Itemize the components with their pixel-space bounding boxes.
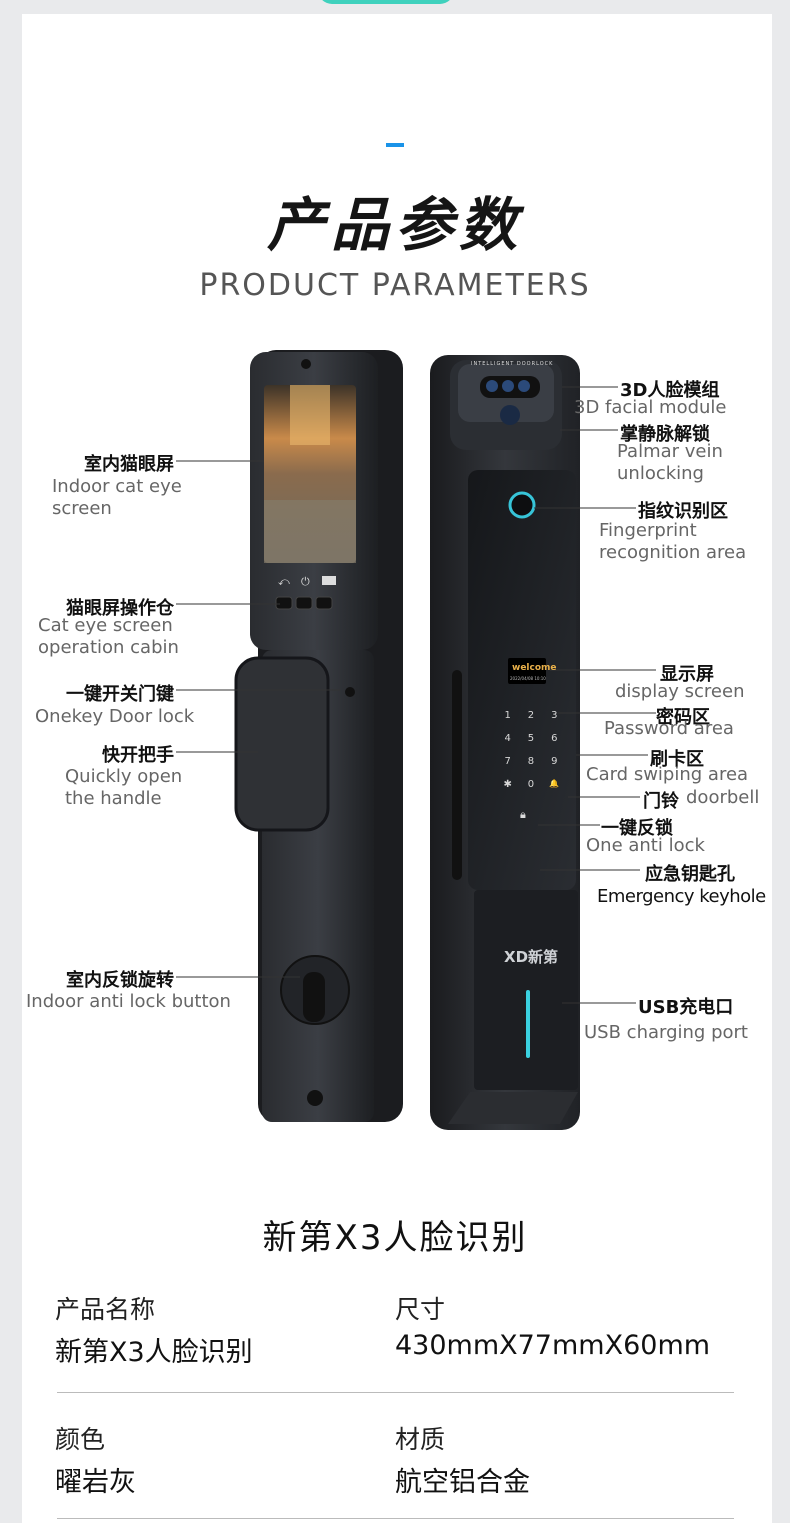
label-3d-face-en: 3D facial module (574, 397, 727, 418)
label-usb-cn: USB充电口 (638, 997, 734, 1018)
label-onekey-cn: 一键开关门键 (66, 684, 174, 705)
spec-size-value: 430mmX77mmX60mm (395, 1330, 711, 1361)
label-onekey-en: Onekey Door lock (35, 706, 195, 727)
label-cabin-cn: 猫眼屏操作仓 (66, 598, 174, 619)
label-anti-lock-one-en: One anti lock (586, 835, 705, 856)
usb-indicator-light (526, 990, 530, 1058)
keypad-key: 2 (527, 710, 535, 721)
keypad-key: 1 (504, 710, 511, 721)
right-leader-lines (534, 386, 656, 1004)
label-palm-cn: 掌静脉解锁 (620, 424, 710, 445)
label-palm-en: Palmar vein unlocking (617, 441, 723, 484)
keypad-key: ✱ (503, 779, 512, 790)
spec-size-key: 尺寸 (395, 1295, 446, 1324)
label-usb-en: USB charging port (584, 1022, 748, 1043)
label-cabin-en: Cat eye screen operation cabin (38, 615, 179, 658)
anti-lock-knob (303, 972, 325, 1022)
keypad: 1 2 3 4 5 6 7 8 9 ✱ 0 🔔 (496, 710, 566, 790)
svg-text:⏻: ⏻ (301, 575, 310, 588)
product-title: 新第X3人脸识别 (262, 1218, 528, 1258)
label-anti-lock-en: Indoor anti lock button (26, 991, 231, 1012)
keypad-key: 0 (527, 779, 535, 790)
label-handle-en: Quickly open the handle (65, 766, 183, 809)
label-anti-lock-cn: 室内反锁旋转 (66, 970, 174, 991)
spec-color-key: 颜色 (55, 1425, 106, 1454)
welcome-text: welcome (512, 663, 557, 673)
label-indoor-screen-cn: 室内猫眼屏 (84, 454, 174, 475)
label-password-en: Password area (604, 718, 734, 739)
keypad-key: 7 (504, 756, 511, 767)
label-keyhole-cn: 应急钥匙孔 (645, 864, 735, 885)
spec-divider-bottom (57, 1518, 734, 1519)
label-doorbell-en: doorbell (686, 787, 760, 808)
accent-bar (386, 143, 404, 147)
keypad-key: 5 (527, 733, 535, 744)
top-tab-decoration (318, 0, 454, 4)
label-card-en: Card swiping area (586, 764, 749, 785)
welcome-date: 2022/04/08 10:10 (510, 676, 546, 681)
label-doorbell-cn: 门铃 (643, 791, 679, 812)
label-indoor-screen-en: Indoor cat eye screen (52, 476, 182, 519)
label-3d-face-cn: 3D人脸模组 (620, 380, 720, 401)
keypad-key: 4 (504, 733, 511, 744)
device-header-text: INTELLIGENT DOORLOCK (471, 361, 554, 367)
brand-logo: XD新第 (504, 948, 559, 966)
lock-illustration: ⤺ ⏻ (176, 350, 656, 1130)
section-title-cn: 产品参数 (266, 191, 523, 259)
keypad-key: 8 (527, 756, 535, 767)
spec-color-value: 曜岩灰 (55, 1467, 136, 1498)
svg-text:⤺: ⤺ (278, 575, 290, 588)
keypad-key: 9 (551, 756, 558, 767)
quick-open-handle (234, 656, 330, 832)
label-display-en: display screen (615, 681, 745, 702)
left-leader-lines (176, 460, 340, 978)
display-screen (508, 658, 546, 684)
spec-name-value: 新第X3人脸识别 (55, 1337, 253, 1368)
lock-icon: 🔒︎ (520, 808, 526, 821)
spec-divider (57, 1392, 734, 1393)
label-password-cn: 密码区 (656, 707, 710, 728)
label-anti-lock-one-cn: 一键反锁 (601, 818, 673, 839)
label-fingerprint-cn: 指纹识别区 (638, 501, 728, 522)
label-fingerprint-en: Fingerprint recognition area (599, 520, 747, 563)
section-title-en: PRODUCT PARAMETERS (199, 268, 591, 303)
indoor-unit: ⤺ ⏻ (234, 350, 403, 1122)
label-handle-cn: 快开把手 (102, 745, 174, 766)
label-keyhole-en: Emergency keyhole (597, 886, 766, 907)
label-card-cn: 刷卡区 (650, 749, 704, 770)
label-display-cn: 显示屏 (660, 664, 714, 685)
spec-material-key: 材质 (395, 1425, 446, 1454)
spec-name-key: 产品名称 (55, 1295, 156, 1324)
keypad-key: 3 (551, 710, 558, 721)
keypad-key: 6 (551, 733, 558, 744)
spec-material-value: 航空铝合金 (395, 1467, 530, 1498)
keypad-key: 🔔 (549, 779, 560, 788)
fingerprint-sensor (508, 491, 536, 519)
outdoor-unit (430, 355, 580, 1130)
